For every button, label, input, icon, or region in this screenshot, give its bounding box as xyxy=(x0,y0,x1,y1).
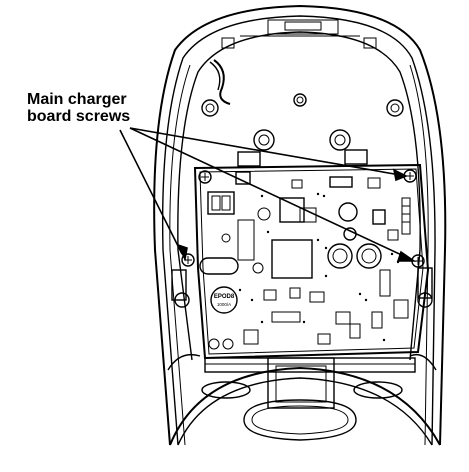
solder-pads xyxy=(238,192,400,342)
screw-top-left xyxy=(198,170,212,184)
bottom-assembly xyxy=(167,353,441,446)
leader-arrows xyxy=(119,127,417,262)
callout: Main charger board screws xyxy=(27,91,417,262)
main-charger-board: EPOD8 1000/A xyxy=(181,163,430,360)
housing xyxy=(153,4,447,446)
callout-line-1: Main charger xyxy=(27,91,127,108)
chip-label-1: EPOD8 xyxy=(214,294,235,300)
chip-label-2: 1000/A xyxy=(217,302,231,307)
battery-cell xyxy=(210,286,238,314)
callout-line-2: board screws xyxy=(27,108,130,125)
